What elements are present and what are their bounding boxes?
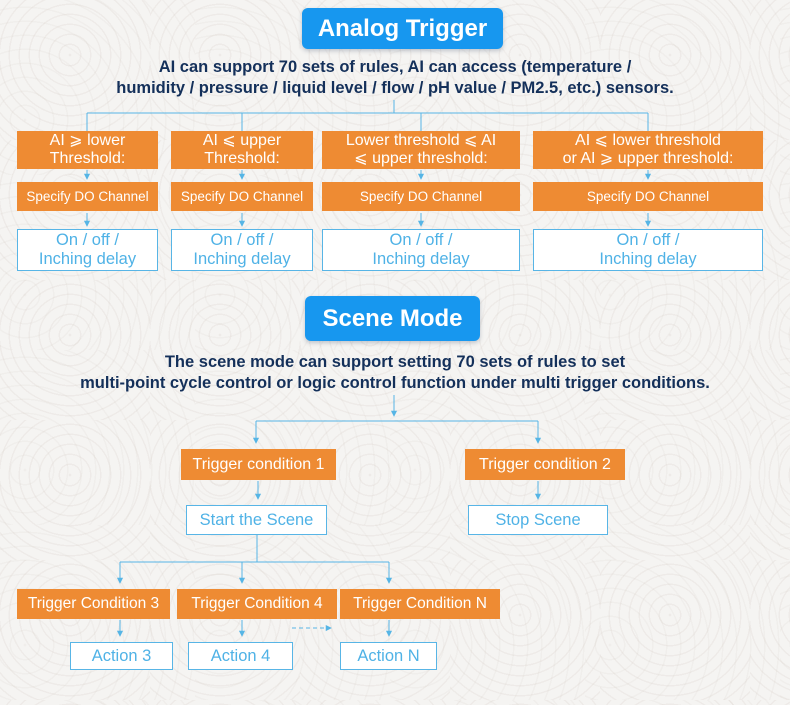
do-channel-box-4: Specify DO Channel (533, 182, 763, 211)
output-action-box-4: On / off / Inching delay (533, 229, 763, 271)
action-3-box: Action 3 (70, 642, 173, 670)
start-scene-box: Start the Scene (186, 505, 327, 535)
analog-condition-box-3: Lower threshold ⩽ AI ⩽ upper threshold: (322, 131, 520, 169)
analog-condition-box-2: AI ⩽ upper Threshold: (171, 131, 313, 169)
trigger-condition-3-box: Trigger Condition 3 (17, 589, 170, 619)
output-action-box-1: On / off / Inching delay (17, 229, 158, 271)
trigger-condition-4-box: Trigger Condition 4 (177, 589, 337, 619)
stop-scene-box: Stop Scene (468, 505, 608, 535)
analog-trigger-header: Analog Trigger (302, 8, 503, 49)
output-action-box-3: On / off / Inching delay (322, 229, 520, 271)
action-4-box: Action 4 (188, 642, 293, 670)
do-channel-box-3: Specify DO Channel (322, 182, 520, 211)
analog-trigger-description: AI can support 70 sets of rules, AI can … (116, 58, 674, 97)
analog-condition-box-1: AI ⩾ lower Threshold: (17, 131, 158, 169)
analog-condition-box-4: AI ⩽ lower threshold or AI ⩾ upper thres… (533, 131, 763, 169)
trigger-condition-n-box: Trigger Condition N (340, 589, 500, 619)
scene-mode-header: Scene Mode (305, 296, 480, 341)
scene-mode-description: The scene mode can support setting 70 se… (80, 353, 710, 392)
trigger-condition-1-box: Trigger condition 1 (181, 449, 336, 480)
do-channel-box-2: Specify DO Channel (171, 182, 313, 211)
trigger-condition-2-box: Trigger condition 2 (465, 449, 625, 480)
do-channel-box-1: Specify DO Channel (17, 182, 158, 211)
action-n-box: Action N (340, 642, 437, 670)
output-action-box-2: On / off / Inching delay (171, 229, 313, 271)
